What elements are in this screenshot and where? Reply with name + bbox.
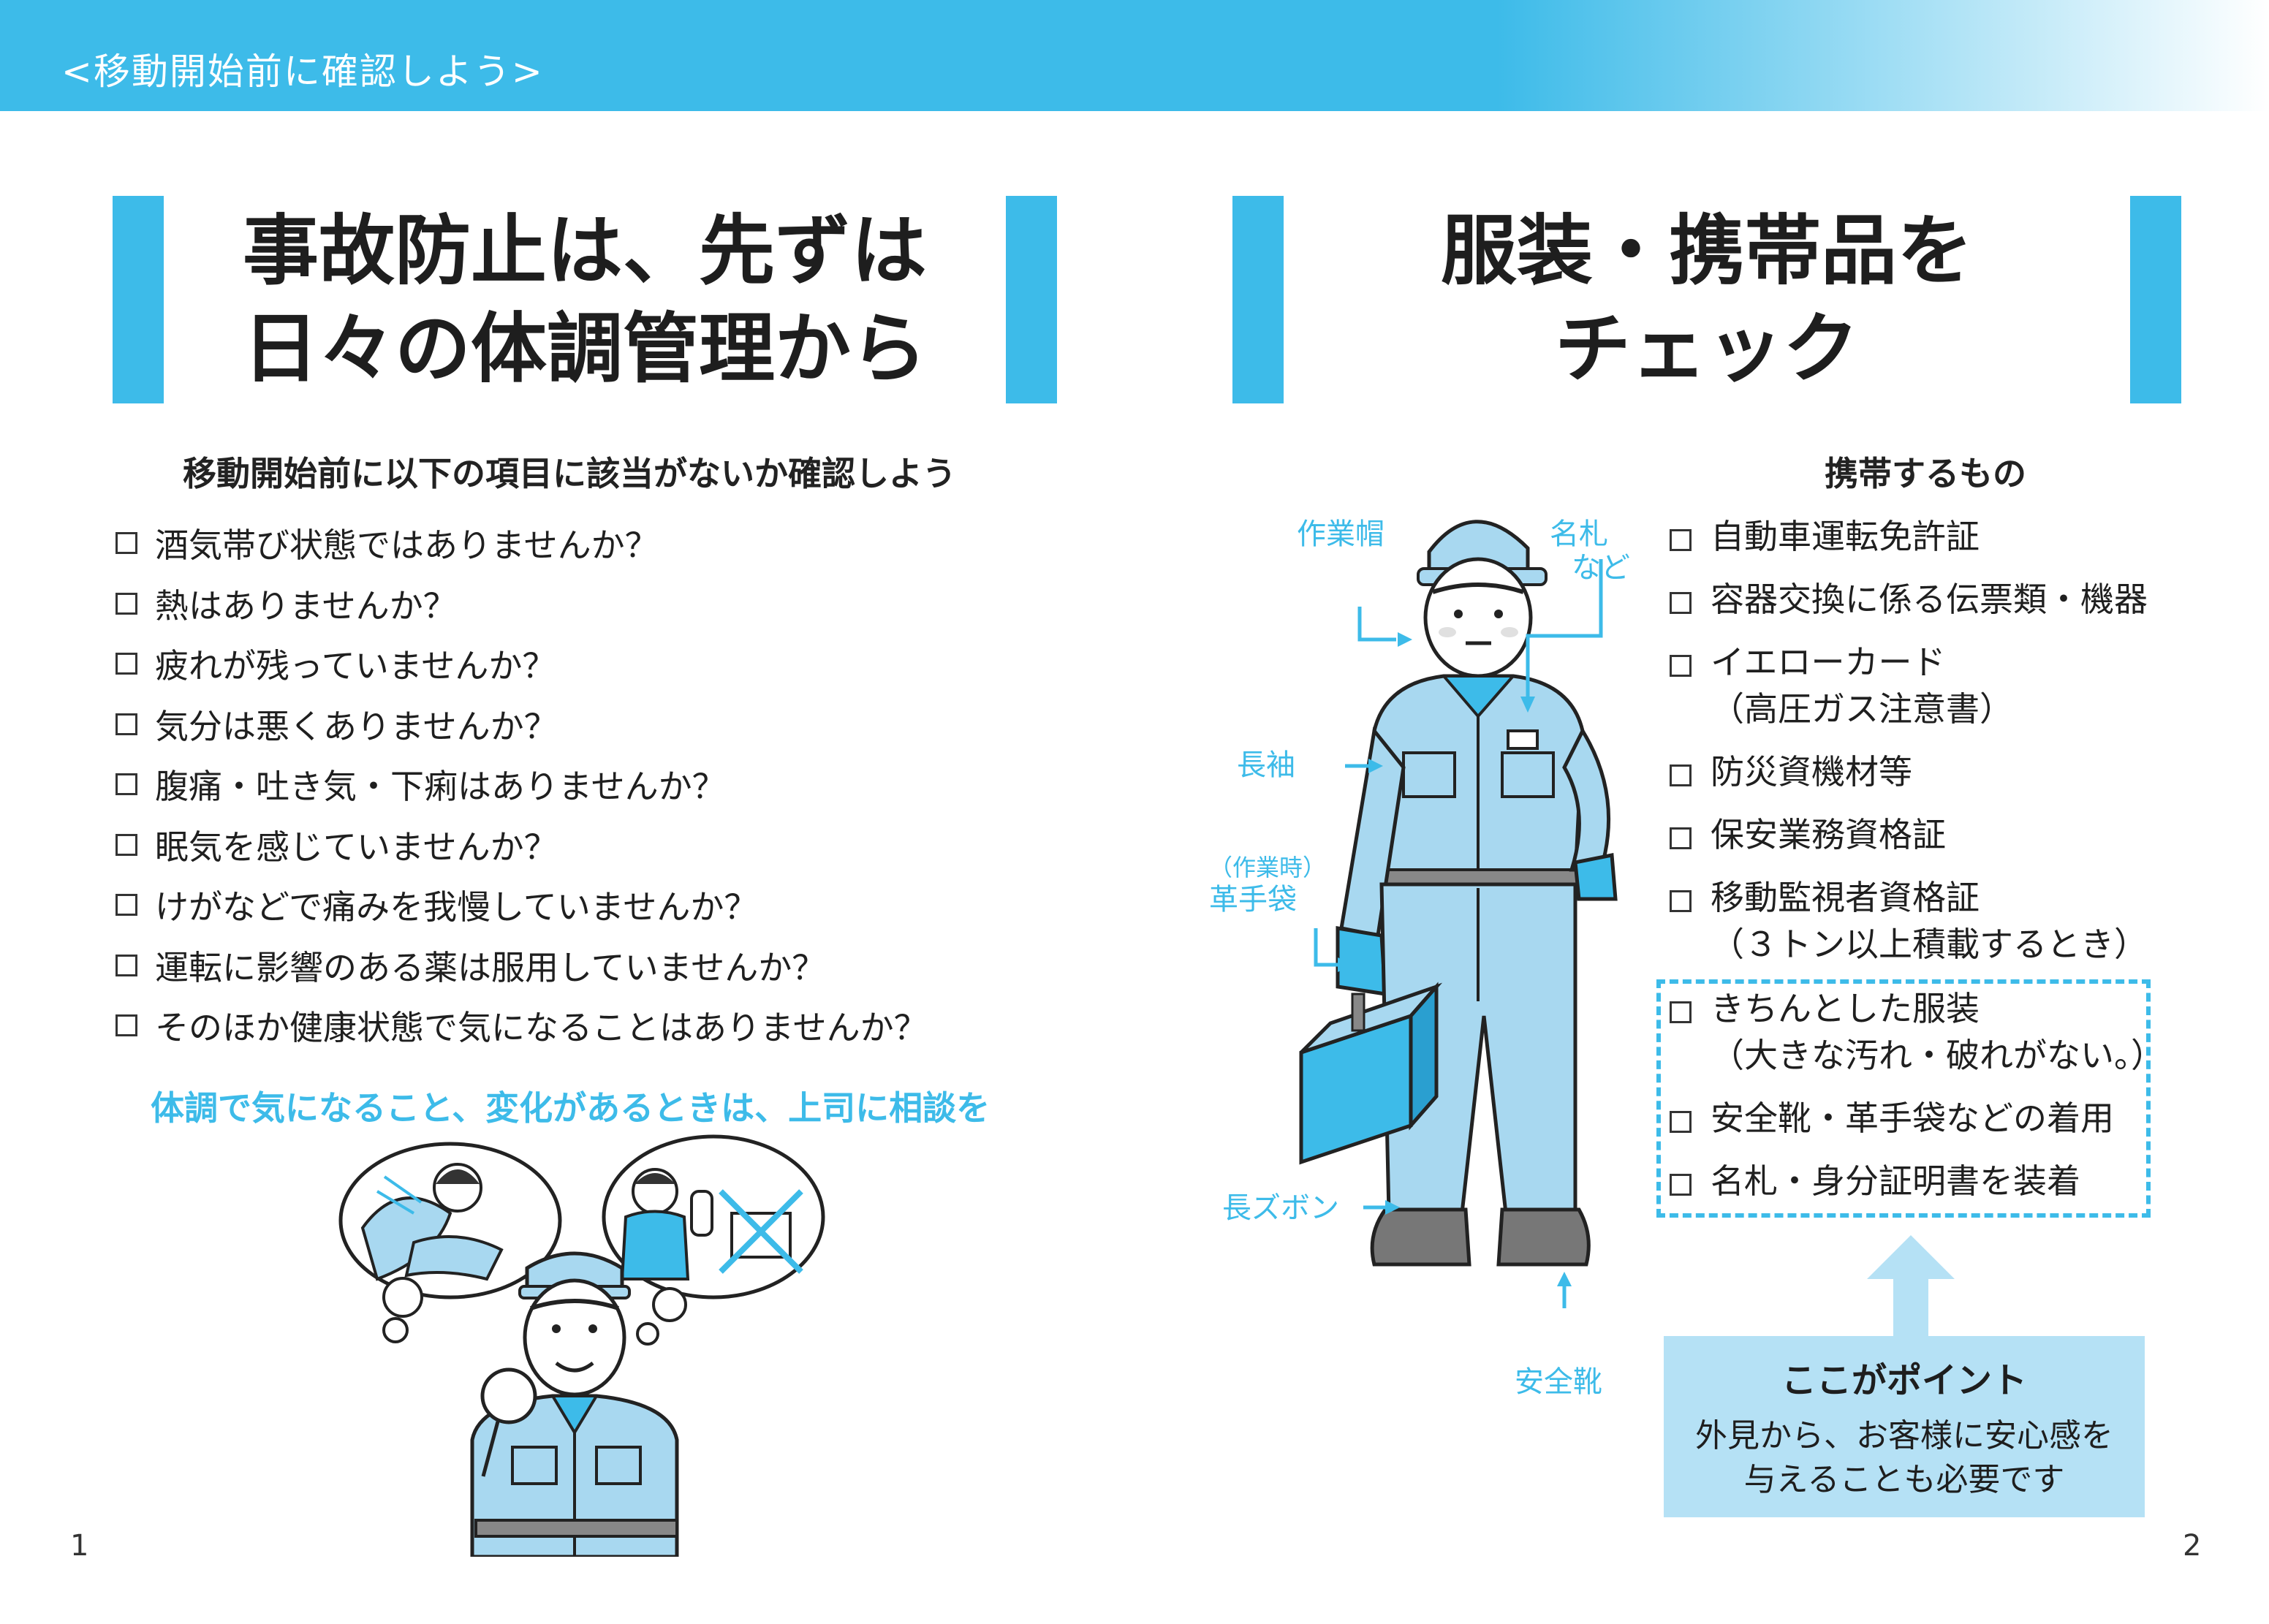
label-cap: 作業帽 [1297,517,1384,551]
label-nametag-1: 名札 [1550,517,1608,551]
worker-thinking-illustration [338,1134,825,1557]
heading-bar-left [113,196,164,403]
checklist-item[interactable]: 腹痛・吐き気・下痢はありませんか？ [115,754,928,815]
point-callout: ここがポイント 外見から、お客様に安心感を 与えることも必要です [1664,1336,2145,1517]
heading-bar-right [2130,196,2181,403]
page-number-right: 2 [2183,1529,2202,1563]
checkbox-icon[interactable] [115,653,137,675]
checkbox-icon[interactable] [1670,655,1692,677]
name-tag-icon [1507,729,1539,750]
right-heading-block: 服装・携帯品を チェック [1232,196,2181,403]
right-subhead: 携帯するもの [1825,454,2026,493]
carry-item[interactable]: 自動車運転免許証 [1670,513,2181,576]
header-bar: <移動開始前に確認しよう> [0,0,2269,111]
label-nametag-2: など [1572,551,1630,585]
cap-icon [1427,520,1530,576]
checkbox-icon[interactable] [1670,529,1692,551]
checklist-item[interactable]: 気分は悪くありませんか？ [115,694,928,755]
checklist-item[interactable]: 熱はありませんか？ [115,574,928,634]
checkbox-icon[interactable] [115,1014,137,1037]
uniform-worker-illustration [1299,520,1618,1308]
label-sleeves: 長袖 [1237,748,1295,782]
checkbox-icon[interactable] [115,592,137,615]
left-heading-line-1: 事故防止は、先ずは [242,206,927,295]
right-heading: 服装・携帯品を チェック [1284,196,2130,403]
carry-item[interactable]: 防災資機材等 [1670,748,2181,811]
checklist-item[interactable]: 酒気帯び状態ではありませんか？ [115,513,928,574]
header-title: <移動開始前に確認しよう> [61,50,544,93]
carry-item[interactable]: 名札・身分証明書を装着 [1670,1158,2181,1221]
carry-items-list: 自動車運転免許証 容器交換に係る伝票類・機器 イエローカード（高圧ガス注意書） … [1670,513,2181,1221]
checkbox-icon[interactable] [1670,827,1692,849]
checkbox-icon[interactable] [115,773,137,796]
checkbox-icon[interactable] [115,713,137,735]
carry-item[interactable]: 移動監視者資格証（３トン以上積載するとき） [1670,874,2181,985]
label-gloves: 革手袋 [1209,883,1297,917]
label-trousers: 長ズボン [1222,1191,1339,1225]
health-checklist: 酒気帯び状態ではありませんか？ 熱はありませんか？ 疲れが残っていませんか？ 気… [115,513,928,1056]
label-safety-shoes: 安全靴 [1515,1365,1602,1399]
checkbox-icon[interactable] [115,954,137,976]
checkbox-icon[interactable] [115,894,137,917]
safety-shoe-icon [1370,1207,1471,1267]
point-body: 外見から、お客様に安心感を 与えることも必要です [1695,1417,2113,1498]
checklist-item[interactable]: 眠気を感じていませんか？ [115,815,928,876]
carry-item[interactable]: イエローカード（高圧ガス注意書） [1670,639,2181,748]
point-title: ここがポイント [1781,1360,2027,1401]
checkbox-icon[interactable] [1670,1111,1692,1133]
right-heading-line-2: チェック [1554,304,1859,393]
checklist-item[interactable]: そのほか健康状態で気になることはありませんか？ [115,995,928,1056]
heading-bar-left [1232,196,1284,403]
checkbox-icon[interactable] [1670,592,1692,614]
carry-item[interactable]: 保安業務資格証 [1670,811,2181,874]
right-heading-line-1: 服装・携帯品を [1440,206,1973,295]
checklist-item[interactable]: けがなどで痛みを我慢していませんか？ [115,875,928,936]
up-arrow-icon [1867,1235,1955,1337]
page-number-left: 1 [70,1529,89,1563]
consult-message: 体調で気になること、変化があるときは、上司に相談を [151,1088,990,1128]
left-heading-block: 事故防止は、先ずは 日々の体調管理から [113,196,1057,403]
carry-item[interactable]: 安全靴・革手袋などの着用 [1670,1095,2181,1158]
left-heading: 事故防止は、先ずは 日々の体調管理から [164,196,1006,403]
checkbox-icon[interactable] [115,532,137,555]
heading-bar-right [1006,196,1057,403]
carry-item[interactable]: きちんとした服装（大きな汚れ・破れがない。） [1670,985,2181,1095]
checkbox-icon[interactable] [1670,1174,1692,1196]
checkbox-icon[interactable] [1670,764,1692,786]
label-gloves-note: （作業時） [1209,854,1327,881]
checkbox-icon[interactable] [1670,890,1692,912]
checklist-item[interactable]: 運転に影響のある薬は服用していませんか？ [115,936,928,996]
left-subhead: 移動開始前に以下の項目に該当がないか確認しよう [183,454,956,493]
point-items-highlight [1656,979,2151,1218]
checkbox-icon[interactable] [115,833,137,856]
left-heading-line-2: 日々の体調管理から [242,304,927,393]
checkbox-icon[interactable] [1670,1001,1692,1023]
carry-item[interactable]: 容器交換に係る伝票類・機器 [1670,576,2181,639]
checklist-item[interactable]: 疲れが残っていませんか？ [115,634,928,694]
